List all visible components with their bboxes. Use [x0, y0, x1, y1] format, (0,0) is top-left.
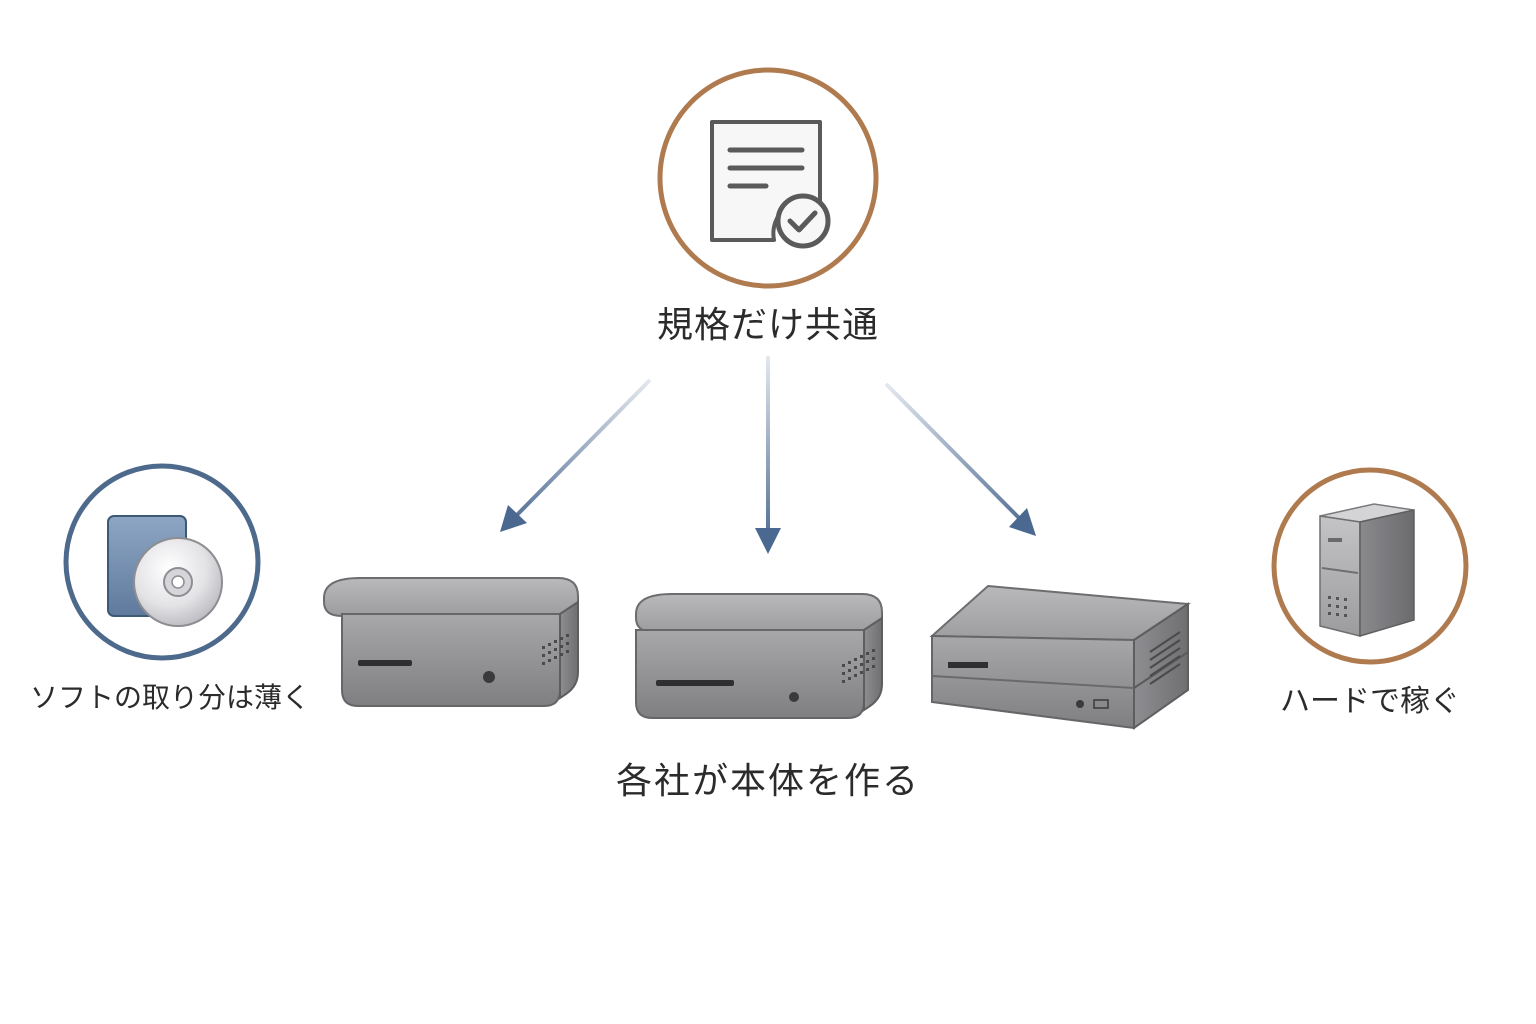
console-middle [635, 593, 883, 719]
arrow-to-middle-console [755, 356, 781, 554]
software-disc-icon [107, 515, 223, 627]
arrow-to-left-console [500, 378, 652, 532]
top-label: 規格だけ共通 [656, 305, 879, 346]
top-spec-badge [657, 67, 879, 289]
console-left [323, 577, 579, 707]
hardware-badge [1271, 467, 1469, 665]
tower-server-icon [1319, 503, 1415, 638]
console-right [929, 584, 1191, 730]
left-label: ソフトの取り分は薄く [29, 681, 310, 714]
arrow-to-right-console [884, 382, 1036, 536]
right-label: ハードで稼ぐ [1280, 684, 1460, 719]
document-check-icon [710, 120, 831, 249]
center-label: 各社が本体を作る [615, 761, 920, 802]
software-badge [63, 463, 261, 661]
